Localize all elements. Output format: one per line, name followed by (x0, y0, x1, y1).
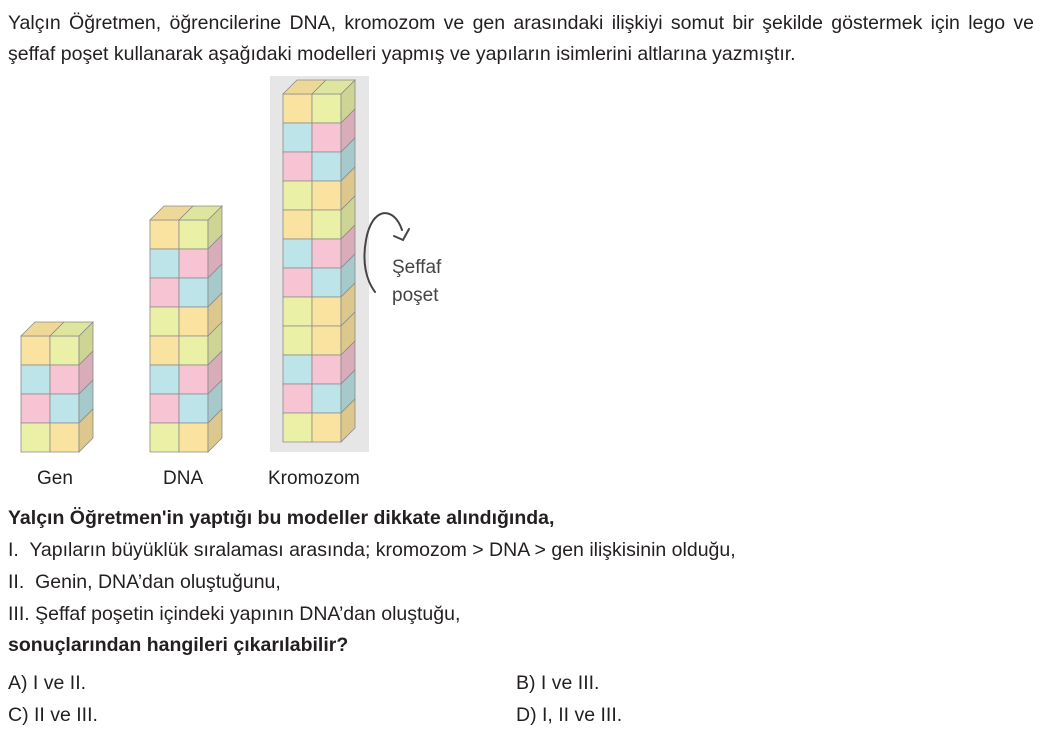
statement-text: Genin, DNA’dan oluştuğunu, (35, 571, 281, 593)
lego-brick-face (340, 398, 356, 443)
lego-brick-face (20, 335, 51, 366)
question-stem: Yalçın Öğretmen'in yaptığı bu modeller d… (8, 507, 555, 529)
lego-brick-face (311, 238, 342, 269)
transparent-bag-note: Şeffaf poşet (392, 254, 441, 310)
lego-brick-face (311, 180, 342, 211)
lego-brick-face (282, 209, 313, 240)
lego-brick-face (207, 408, 223, 453)
option-letter: D) (516, 704, 537, 726)
lego-brick-face (178, 277, 209, 308)
lego-brick-face (149, 306, 180, 337)
lego-brick-face (178, 219, 209, 250)
statement-2: II. Genin, DNA’dan oluştuğunu, (8, 571, 281, 594)
lego-brick-face (311, 383, 342, 414)
bag-note-line2: poşet (392, 285, 439, 306)
lego-brick-face (282, 238, 313, 269)
lego-brick-face (178, 205, 223, 221)
lego-brick-face (311, 325, 342, 356)
option-c[interactable]: C) II ve III. (8, 704, 98, 727)
dna-label: DNA (163, 468, 204, 489)
kromozom-lego-stack (282, 79, 356, 443)
dna-lego-stack (149, 205, 223, 453)
lego-brick-face (178, 306, 209, 337)
lego-brick-face (49, 321, 94, 337)
option-b[interactable]: B) I ve III. (516, 672, 599, 695)
question-ask: sonuçlarından hangileri çıkarılabilir? (8, 634, 349, 656)
lego-brick-face (178, 393, 209, 424)
statement-number: II. (8, 571, 25, 593)
option-text: I ve III. (540, 672, 600, 694)
lego-brick-face (149, 393, 180, 424)
lego-models-figure (20, 76, 410, 453)
option-d[interactable]: D) I, II ve III. (516, 704, 622, 727)
lego-brick-face (311, 354, 342, 385)
statement-1: I. Yapıların büyüklük sıralaması arasınd… (8, 539, 736, 562)
statement-3: III. Şeffaf poşetin içindeki yapının DNA… (8, 603, 460, 626)
lego-brick-face (49, 422, 80, 453)
lego-brick-face (20, 393, 51, 424)
lego-brick-face (282, 93, 313, 124)
option-letter: A) (8, 672, 28, 694)
lego-brick-face (282, 354, 313, 385)
lego-brick-face (311, 267, 342, 298)
lego-brick-face (311, 151, 342, 182)
lego-brick-face (149, 277, 180, 308)
lego-brick-face (178, 248, 209, 279)
statement-number: I. (8, 539, 19, 561)
lego-brick-face (20, 422, 51, 453)
statement-number: III. (8, 603, 30, 625)
bag-note-line1: Şeffaf (392, 257, 442, 278)
curved-arrow-icon (363, 212, 410, 293)
lego-brick-face (311, 93, 342, 124)
statement-text: Şeffaf poşetin içindeki yapının DNA’dan … (35, 603, 461, 625)
lego-brick-face (282, 325, 313, 356)
lego-brick-face (282, 412, 313, 443)
option-letter: C) (8, 704, 29, 726)
lego-brick-face (282, 296, 313, 327)
lego-brick-face (282, 180, 313, 211)
lego-brick-face (149, 248, 180, 279)
lego-brick-face (282, 122, 313, 153)
gen-lego-stack (20, 321, 94, 453)
question-intro: Yalçın Öğretmen, öğrencilerine DNA, krom… (8, 12, 1034, 65)
lego-brick-face (311, 79, 356, 95)
option-text: I, II ve III. (542, 704, 623, 726)
lego-brick-face (311, 122, 342, 153)
lego-brick-face (149, 364, 180, 395)
lego-brick-face (20, 364, 51, 395)
lego-brick-face (282, 151, 313, 182)
lego-brick-face (311, 296, 342, 327)
lego-brick-face (149, 219, 180, 250)
lego-brick-face (178, 335, 209, 366)
option-a[interactable]: A) I ve II. (8, 672, 86, 695)
lego-brick-face (311, 209, 342, 240)
statement-text: Yapıların büyüklük sıralaması arasında; … (29, 539, 736, 561)
lego-brick-face (178, 364, 209, 395)
lego-brick-face (282, 383, 313, 414)
option-letter: B) (516, 672, 536, 694)
lego-brick-face (178, 422, 209, 453)
gen-label: Gen (37, 468, 73, 489)
kromozom-label: Kromozom (268, 468, 360, 489)
lego-brick-face (49, 335, 80, 366)
lego-brick-face (149, 335, 180, 366)
lego-brick-face (49, 393, 80, 424)
lego-brick-face (78, 408, 94, 453)
lego-brick-face (282, 267, 313, 298)
lego-brick-face (149, 422, 180, 453)
option-text: II ve III. (34, 704, 98, 726)
lego-brick-face (49, 364, 80, 395)
option-text: I ve II. (32, 672, 87, 694)
lego-brick-face (311, 412, 342, 443)
